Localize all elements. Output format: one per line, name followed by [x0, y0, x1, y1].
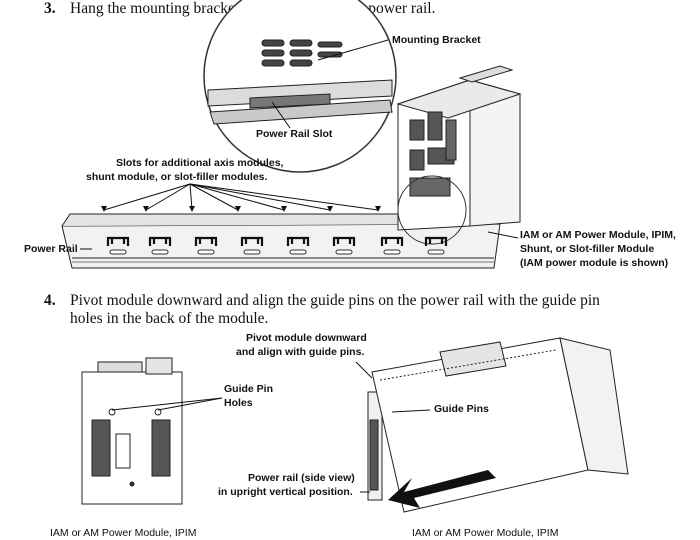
label-pivot-line1: Pivot module downward: [246, 332, 367, 344]
rail-slot: [148, 236, 172, 255]
slot-pointer-arrow: [189, 183, 241, 212]
step-4-number: 4.: [44, 292, 56, 309]
slot-pointer-arrow: [101, 183, 191, 212]
label-mounting-bracket: Mounting Bracket: [392, 34, 481, 46]
guide-pin-holes-leader-a: [111, 397, 223, 411]
rail-slot: [424, 236, 448, 255]
slot-pointer-arrow: [189, 183, 381, 212]
label-guide-pin-holes-line1: Guide Pin: [224, 383, 274, 395]
label-slots-line1: Slots for additional axis modules,: [116, 157, 284, 169]
slot-pointer-arrow: [189, 183, 333, 212]
caption-left-module: IAM or AM Power Module, IPIM: [50, 527, 197, 539]
slot-pointer-arrow: [189, 183, 195, 212]
rail-slot: [380, 236, 404, 255]
power-rail-slot-leader: [271, 101, 291, 129]
module-leader: [487, 231, 519, 239]
caption-right-module: IAM or AM Power Module, IPIM: [412, 527, 559, 539]
guide-pins-leader: [391, 409, 431, 413]
label-module-line3: (IAM power module is shown): [520, 257, 669, 269]
label-power-rail-slot: Power Rail Slot: [256, 128, 333, 140]
pivot-leader: [355, 361, 373, 379]
step-3-number: 3.: [44, 0, 56, 17]
rail-slot: [106, 236, 130, 255]
slot-pointer-arrow: [189, 183, 287, 212]
step-4-heading: 4. Pivot module downward and align the gu…: [44, 292, 600, 328]
module-back-view: [81, 357, 183, 505]
pivot-direction-arrow: [388, 470, 496, 508]
step-4-text-line1: Pivot module downward and align the guid…: [70, 292, 600, 309]
rail-side-view: [367, 391, 383, 501]
label-module-line1: IAM or AM Power Module, IPIM,: [520, 229, 676, 241]
rail-slot: [240, 236, 264, 255]
mounting-bracket-leader: [317, 39, 389, 61]
figure-1-illustration: [61, 0, 522, 269]
label-guide-pin-holes-line2: Holes: [224, 397, 253, 409]
module-side-view-tilted: [371, 337, 629, 513]
step-4-text-line2: holes in the back of the module.: [70, 310, 269, 327]
label-rail-side-line1: Power rail (side view): [248, 472, 355, 484]
bracket-detail: [207, 39, 393, 125]
rail-slot: [332, 236, 356, 255]
power-rail-drawing: [61, 213, 501, 269]
power-module-drawing: [396, 65, 522, 245]
slot-pointer-arrow: [143, 183, 191, 212]
guide-pin-holes-leader-b: [157, 397, 223, 411]
rail-slot: [194, 236, 218, 255]
rail-slot: [286, 236, 310, 255]
label-pivot-line2: and align with guide pins.: [236, 346, 365, 358]
rail-slot-group: [106, 236, 448, 255]
label-guide-pins: Guide Pins: [434, 403, 489, 415]
slot-arrow-group: [101, 183, 381, 212]
label-power-rail: Power Rail: [24, 243, 78, 255]
label-rail-side-line2: in upright vertical position.: [218, 486, 353, 498]
label-module-line2: Shunt, or Slot-filler Module: [520, 243, 655, 255]
label-slots-line2: shunt module, or slot-filler modules.: [86, 171, 268, 183]
